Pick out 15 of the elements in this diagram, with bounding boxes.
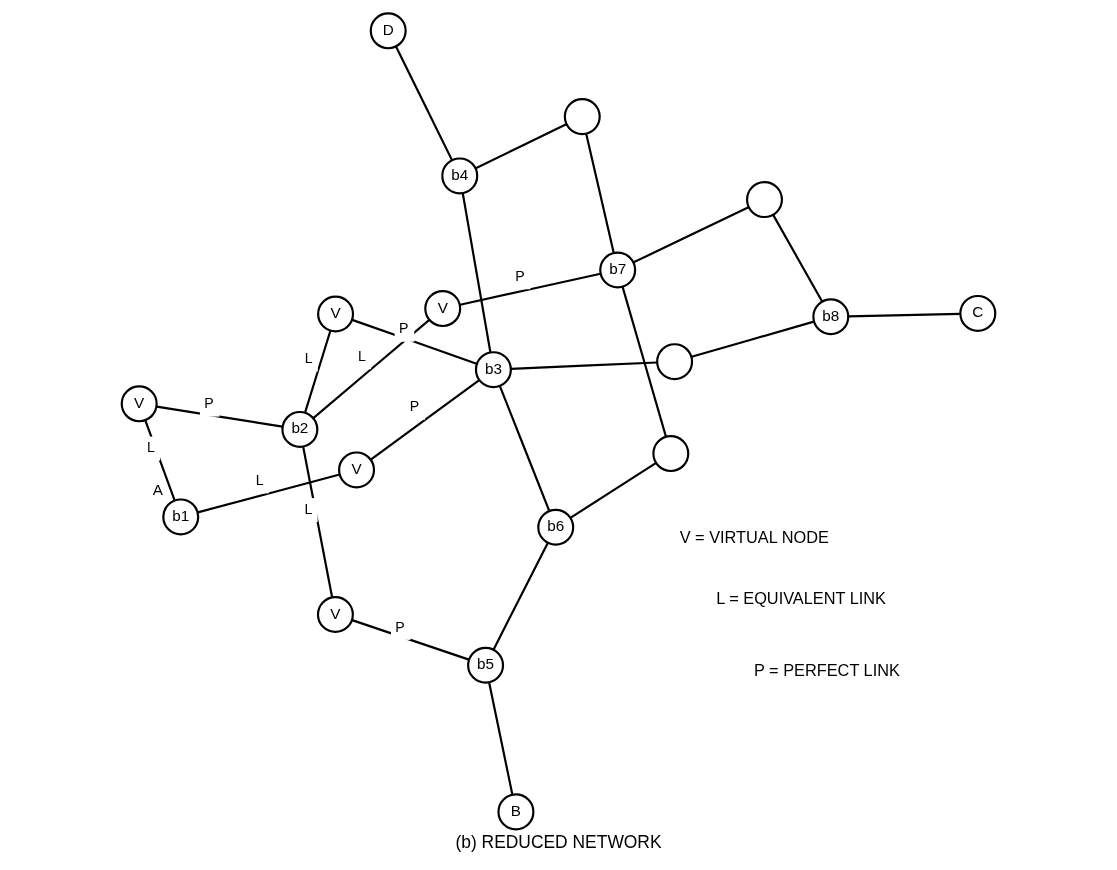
edge-label: P (395, 618, 405, 635)
edge-label: P (204, 394, 214, 411)
edge-label: P (515, 267, 525, 284)
label: L = EQUIVALENT LINK (716, 588, 887, 607)
edge-label: P (409, 397, 420, 414)
edge-label: L (304, 500, 313, 517)
label: P = PERFECT LINK (753, 660, 900, 679)
edge-label: L (304, 349, 313, 366)
edge-label: L (255, 471, 264, 488)
caption: (b) REDUCED NETWORK (455, 831, 662, 852)
edge-label: P (399, 319, 409, 336)
edge-label: L (358, 347, 366, 364)
edge-label: L (146, 438, 155, 455)
label: V = VIRTUAL NODE (679, 527, 829, 546)
node-label: A (152, 480, 163, 498)
